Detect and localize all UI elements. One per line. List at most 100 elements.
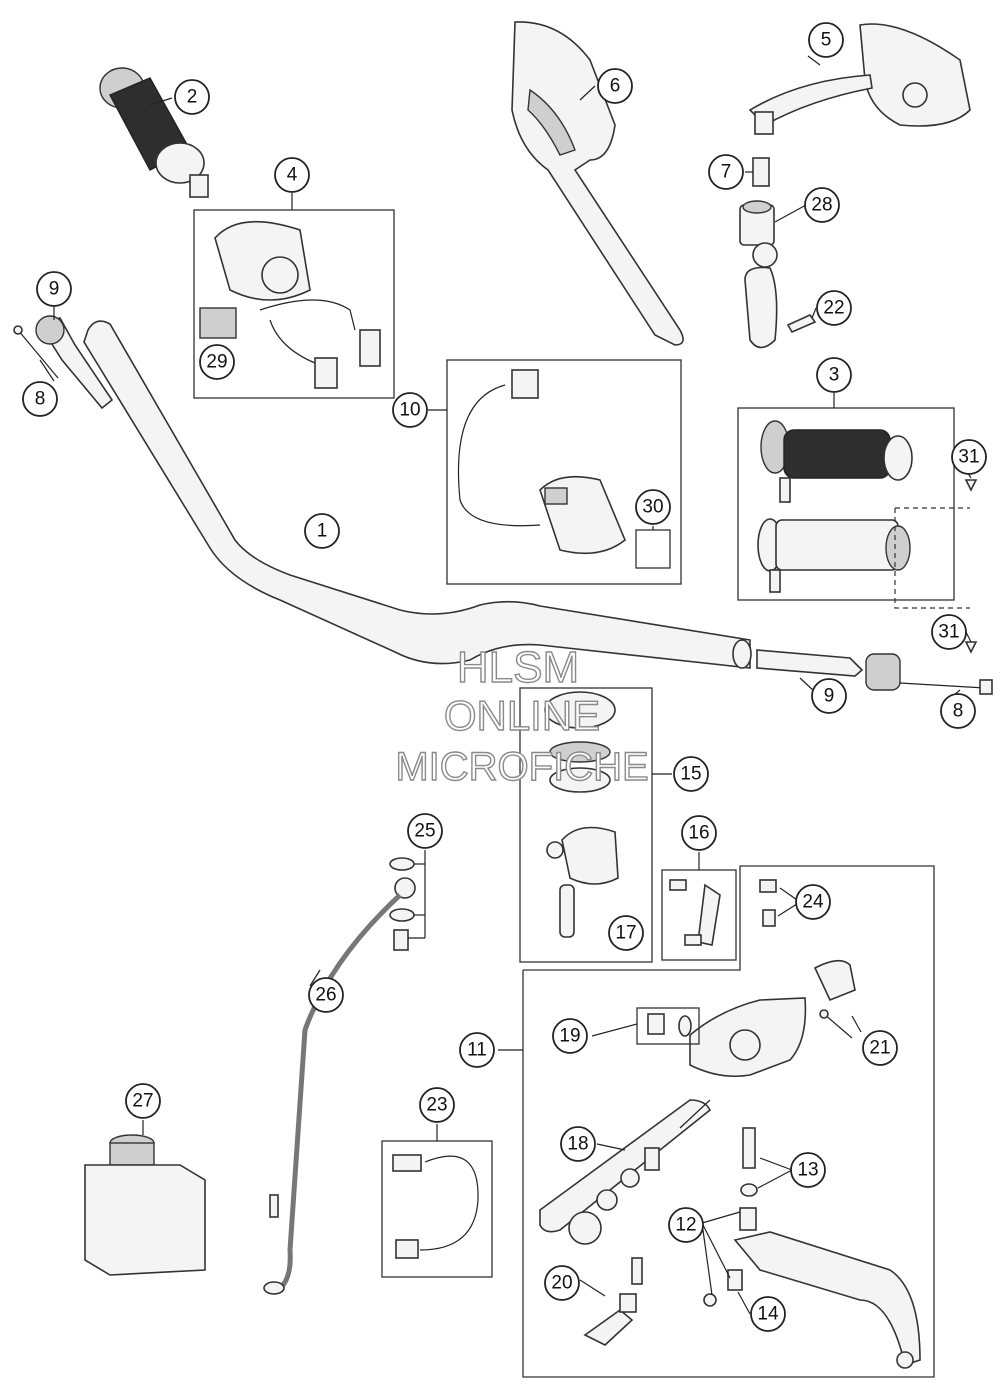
clamp-pins[interactable] (819, 1009, 853, 1039)
watermark-line-2: ONLINE (444, 692, 600, 739)
callout-9-left: 9 (36, 271, 72, 307)
piston-kit[interactable] (568, 1099, 711, 1245)
lever-left[interactable] (511, 21, 684, 346)
callout-30: 30 (635, 489, 671, 525)
callout-14: 14 (750, 1296, 786, 1332)
callout-17: 17 (608, 915, 644, 951)
svg-text:10: 10 (399, 400, 420, 421)
callout-10: 10 (392, 392, 428, 428)
mirror-adapter-nut[interactable] (752, 157, 770, 187)
callout-8-right: 8 (940, 693, 976, 729)
svg-text:13: 13 (797, 1160, 818, 1181)
adjuster-kit[interactable] (636, 1007, 700, 1045)
callout-1: 1 (304, 513, 340, 549)
callout-27: 27 (125, 1083, 161, 1119)
watermark: HLSM ONLINE MICROFICHE (395, 642, 650, 789)
svg-text:7: 7 (721, 162, 732, 183)
svg-text:5: 5 (821, 30, 832, 51)
svg-text:25: 25 (414, 821, 435, 842)
svg-text:4: 4 (287, 165, 298, 186)
svg-text:1: 1 (317, 521, 328, 542)
callout-26: 26 (308, 977, 344, 1013)
svg-text:26: 26 (315, 985, 336, 1006)
svg-text:31: 31 (958, 447, 979, 468)
svg-text:14: 14 (757, 1304, 779, 1325)
callout-12: 12 (668, 1207, 704, 1243)
callout-5: 5 (808, 22, 844, 58)
callout-6: 6 (597, 68, 633, 104)
callout-16: 16 (681, 815, 717, 851)
mirror-adapter[interactable] (739, 200, 775, 246)
callout-31-lower: 31 (931, 614, 967, 650)
lever-adjuster[interactable] (703, 1269, 743, 1307)
grip-screw-upper[interactable] (964, 479, 978, 492)
svg-text:23: 23 (426, 1095, 447, 1116)
callout-24: 24 (795, 884, 831, 920)
pushrod-set[interactable] (583, 1257, 643, 1346)
svg-text:12: 12 (675, 1215, 696, 1236)
watermark-line-3: MICROFICHE (395, 745, 648, 789)
reservoir-group[interactable] (519, 687, 653, 963)
brake-light-switch-group[interactable] (381, 1140, 493, 1278)
svg-text:28: 28 (811, 195, 832, 216)
svg-text:15: 15 (680, 764, 701, 785)
callout-25: 25 (407, 813, 443, 849)
watermark-line-1: HLSM (457, 643, 579, 692)
svg-text:31: 31 (938, 622, 959, 643)
bleeder-nipples[interactable] (759, 879, 777, 927)
callout-7: 7 (708, 154, 744, 190)
callout-11: 11 (459, 1032, 495, 1068)
svg-text:8: 8 (953, 701, 964, 722)
mirror-clamp[interactable] (744, 242, 778, 349)
callout-21: 21 (862, 1030, 898, 1066)
svg-text:9: 9 (49, 279, 60, 300)
callout-31-upper: 31 (951, 439, 987, 475)
callout-20: 20 (544, 1265, 580, 1301)
callout-8-left: 8 (22, 381, 58, 417)
switch-left-group[interactable] (193, 209, 395, 399)
callout-13: 13 (790, 1152, 826, 1188)
svg-text:9: 9 (824, 686, 835, 707)
svg-text:2: 2 (187, 87, 198, 108)
callout-15: 15 (673, 756, 709, 792)
svg-text:17: 17 (615, 923, 636, 944)
grip-left[interactable] (99, 67, 209, 198)
callout-2: 2 (174, 79, 210, 115)
svg-text:20: 20 (551, 1273, 572, 1294)
callout-3: 3 (816, 357, 852, 393)
callout-4: 4 (274, 157, 310, 193)
svg-text:11: 11 (467, 1040, 487, 1061)
bar-end-left[interactable] (13, 315, 114, 410)
banjo-washers[interactable] (389, 857, 415, 951)
svg-text:24: 24 (802, 892, 824, 913)
brake-line[interactable] (263, 877, 416, 1295)
svg-text:21: 21 (869, 1038, 890, 1059)
svg-text:19: 19 (559, 1026, 580, 1047)
bar-end-right[interactable] (756, 649, 993, 695)
grip-screw-lower[interactable] (964, 641, 978, 654)
callout-23: 23 (419, 1087, 455, 1123)
callout-19: 19 (552, 1018, 588, 1054)
svg-text:6: 6 (610, 76, 621, 97)
callout-28: 28 (804, 187, 840, 223)
mirror[interactable] (748, 23, 971, 135)
callout-29: 29 (199, 344, 235, 380)
handlebar[interactable] (83, 320, 752, 669)
callout-18: 18 (560, 1126, 596, 1162)
svg-text:27: 27 (132, 1091, 153, 1112)
clamp-screw[interactable] (786, 313, 817, 334)
svg-text:30: 30 (642, 497, 663, 518)
callout-22: 22 (816, 290, 852, 326)
lever-pivot-screw[interactable] (740, 1127, 758, 1197)
lever-bushing[interactable] (739, 1207, 757, 1231)
svg-text:29: 29 (206, 352, 227, 373)
svg-text:3: 3 (829, 365, 840, 386)
master-cylinder-group[interactable] (522, 865, 935, 1378)
switch-right-group[interactable] (446, 359, 682, 585)
svg-text:22: 22 (823, 298, 844, 319)
svg-text:8: 8 (35, 389, 46, 410)
brake-fluid-bottle[interactable] (84, 1134, 206, 1276)
reservoir-bracket[interactable] (661, 869, 737, 961)
throttle-grip-group[interactable] (737, 407, 970, 609)
